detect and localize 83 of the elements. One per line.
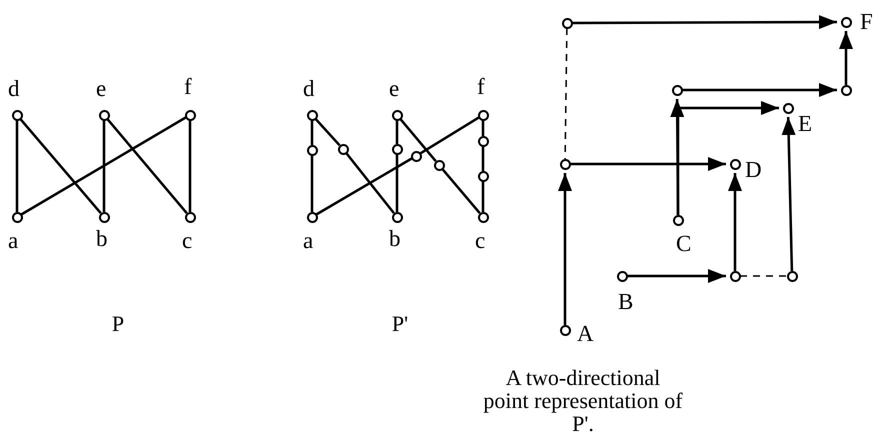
point-marker bbox=[730, 158, 740, 170]
point-label: b bbox=[389, 227, 400, 250]
point-marker bbox=[98, 212, 110, 222]
point-marker bbox=[478, 170, 488, 182]
connecting-line bbox=[482, 146, 484, 171]
connecting-line bbox=[310, 120, 314, 145]
point-label: c bbox=[475, 229, 486, 252]
connecting-line bbox=[482, 120, 484, 136]
point-marker bbox=[672, 84, 682, 96]
point-marker bbox=[434, 160, 444, 170]
arrow bbox=[670, 99, 684, 215]
point-marker bbox=[616, 270, 628, 282]
point-marker bbox=[392, 110, 402, 120]
dashed-line bbox=[740, 275, 787, 277]
point-label: f bbox=[477, 75, 485, 98]
connecting-line bbox=[106, 118, 188, 214]
point-label: A bbox=[577, 322, 594, 345]
connecting-line bbox=[19, 118, 102, 214]
connecting-line bbox=[396, 154, 398, 212]
point-marker bbox=[786, 270, 798, 282]
arrow bbox=[558, 173, 572, 325]
point-marker bbox=[410, 150, 422, 162]
point-label: B bbox=[618, 290, 634, 313]
point-marker bbox=[840, 84, 852, 96]
point-label: d bbox=[303, 77, 314, 100]
connecting-line bbox=[188, 120, 192, 212]
dashed-line bbox=[564, 28, 568, 160]
point-marker bbox=[12, 110, 22, 120]
connecting-line bbox=[399, 118, 437, 162]
point-marker bbox=[392, 144, 402, 154]
point-marker bbox=[392, 212, 402, 222]
connecting-line bbox=[102, 120, 106, 212]
point-label: b bbox=[96, 227, 108, 250]
point-label: c bbox=[182, 229, 192, 252]
point-marker bbox=[562, 18, 572, 28]
point-label: D bbox=[745, 158, 762, 181]
connecting-line bbox=[314, 118, 341, 146]
connecting-line bbox=[345, 152, 395, 214]
figure-caption: A two-directional point representation of P'. bbox=[483, 366, 683, 434]
point-label: F bbox=[860, 10, 873, 33]
arrow bbox=[627, 269, 726, 283]
point-marker bbox=[306, 110, 318, 120]
point-label: d bbox=[8, 77, 20, 100]
point-marker bbox=[306, 144, 318, 156]
arrow bbox=[570, 157, 726, 171]
point-label: f bbox=[184, 75, 192, 98]
figure-label: P bbox=[110, 312, 126, 336]
point-marker bbox=[782, 102, 794, 114]
point-marker bbox=[98, 110, 110, 120]
connecting-line bbox=[420, 116, 480, 154]
connecting-line bbox=[482, 181, 484, 212]
point-label: E bbox=[798, 112, 812, 135]
figure-label: P' bbox=[390, 312, 410, 336]
point-marker bbox=[560, 158, 570, 170]
point-marker bbox=[672, 214, 684, 226]
connecting-line bbox=[20, 116, 186, 216]
connecting-line bbox=[310, 155, 314, 212]
connecting-line bbox=[16, 120, 18, 212]
point-marker bbox=[338, 144, 348, 154]
point-marker bbox=[184, 110, 196, 120]
arrow bbox=[839, 31, 853, 85]
point-marker bbox=[478, 212, 488, 222]
connecting-line bbox=[441, 168, 481, 214]
point-marker bbox=[12, 212, 22, 222]
point-marker bbox=[560, 324, 570, 336]
point-marker bbox=[306, 212, 318, 222]
point-marker bbox=[478, 110, 488, 120]
arrow bbox=[676, 101, 779, 215]
arrow bbox=[682, 83, 837, 97]
point-label: a bbox=[303, 229, 314, 252]
point-label: e bbox=[96, 77, 106, 100]
arrow bbox=[572, 15, 837, 30]
point-marker bbox=[184, 212, 196, 222]
point-label: C bbox=[676, 232, 692, 255]
connecting-line bbox=[316, 157, 412, 216]
arrow bbox=[728, 173, 742, 271]
point-label: e bbox=[389, 77, 400, 100]
point-marker bbox=[478, 136, 488, 146]
connecting-line bbox=[396, 120, 398, 144]
point-marker bbox=[840, 16, 852, 28]
point-label: a bbox=[8, 229, 18, 252]
point-marker bbox=[730, 270, 740, 282]
arrow bbox=[782, 116, 796, 272]
